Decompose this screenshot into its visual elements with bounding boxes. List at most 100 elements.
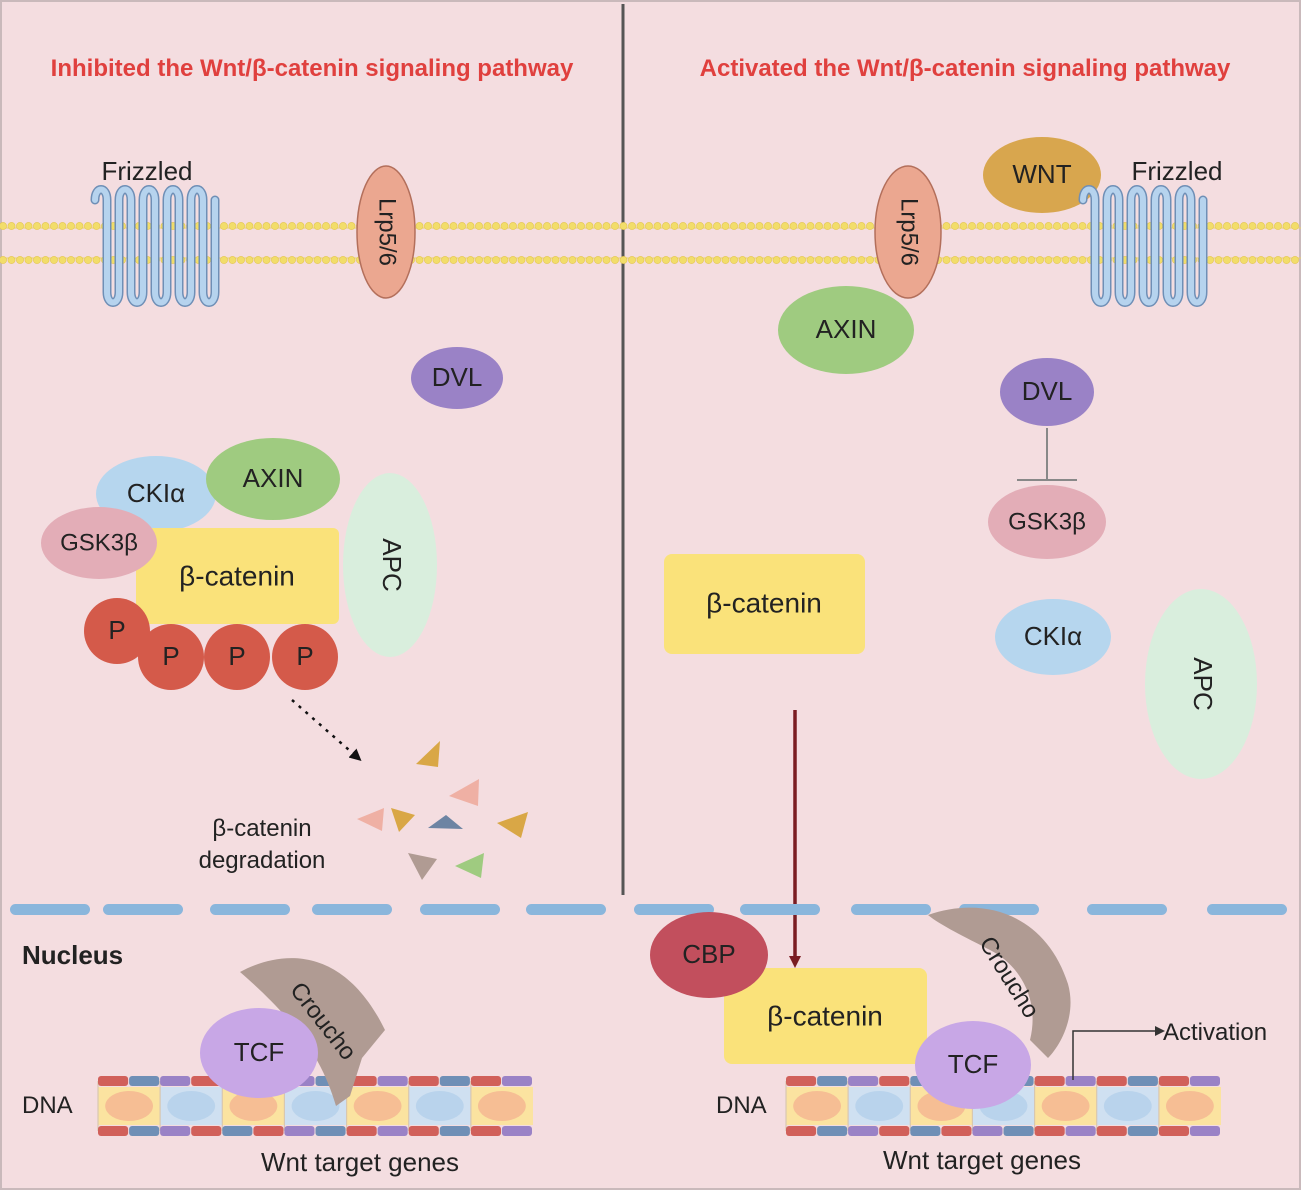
lipid-head bbox=[976, 222, 985, 230]
lipid-head bbox=[645, 222, 653, 230]
lipid-head bbox=[636, 256, 645, 264]
lipid-head bbox=[696, 222, 704, 230]
lipid-head bbox=[75, 256, 84, 264]
target-genes-label-right: Wnt target genes bbox=[883, 1145, 1081, 1175]
lipid-head bbox=[1240, 256, 1248, 264]
lipid-head bbox=[1248, 256, 1257, 264]
lipid-head bbox=[993, 256, 1002, 264]
lipid-head bbox=[492, 222, 500, 230]
lipid-head bbox=[1078, 256, 1087, 264]
lipid-head bbox=[1002, 256, 1010, 264]
lipid-head bbox=[245, 222, 254, 230]
beta-catenin-nucleus bbox=[724, 968, 927, 1064]
lipid-head bbox=[237, 256, 245, 264]
nuclear-membrane-segment bbox=[851, 904, 931, 915]
lipid-head bbox=[738, 222, 747, 230]
lipid-head bbox=[296, 222, 305, 230]
lipid-head bbox=[466, 222, 475, 230]
lipid-head bbox=[781, 256, 789, 264]
lipid-head bbox=[959, 256, 968, 264]
dna-base-shape bbox=[793, 1091, 841, 1121]
lipid-head bbox=[441, 222, 449, 230]
dna-backbone-segment bbox=[817, 1076, 848, 1086]
lipid-head bbox=[330, 256, 339, 264]
lipid-head bbox=[92, 256, 101, 264]
gsk3b-right bbox=[988, 485, 1106, 559]
lipid-head bbox=[237, 222, 245, 230]
lipid-head bbox=[636, 222, 645, 230]
lipid-head bbox=[1282, 222, 1291, 230]
lrp-label-right: Lrp5/6 bbox=[896, 198, 923, 266]
dna-strand-right bbox=[785, 1076, 1221, 1136]
lipid-head bbox=[866, 256, 874, 264]
lipid-head bbox=[764, 222, 772, 230]
lipid-head bbox=[33, 222, 41, 230]
lipid-head bbox=[721, 256, 730, 264]
lipid-head bbox=[305, 222, 313, 230]
dna-base-shape bbox=[291, 1091, 340, 1121]
phosphate-group bbox=[204, 624, 270, 690]
lipid-head bbox=[424, 256, 432, 264]
lipid-head bbox=[7, 222, 16, 230]
gsk3b-left bbox=[41, 507, 157, 579]
lipid-head bbox=[271, 256, 279, 264]
lipid-head bbox=[721, 222, 730, 230]
lipid-head bbox=[449, 222, 458, 230]
phosphate-label: P bbox=[296, 641, 313, 671]
lipid-head bbox=[432, 256, 441, 264]
phosphate-group bbox=[272, 624, 338, 690]
beta-catenin-right bbox=[664, 554, 865, 654]
lipid-head bbox=[857, 256, 866, 264]
dna-label-left: DNA bbox=[22, 1092, 73, 1119]
dna-backbone-segment bbox=[1065, 1126, 1096, 1136]
dna-backbone-segment bbox=[470, 1076, 501, 1086]
lipid-head bbox=[1257, 222, 1265, 230]
lipid-head bbox=[254, 222, 262, 230]
lipid-head bbox=[772, 256, 781, 264]
lipid-head bbox=[262, 222, 271, 230]
dna-backbone-segment bbox=[377, 1076, 408, 1086]
lipid-head bbox=[1044, 222, 1053, 230]
lipid-head bbox=[628, 256, 636, 264]
lipid-head bbox=[305, 256, 313, 264]
lipid-head bbox=[951, 222, 959, 230]
lipid-head bbox=[993, 222, 1002, 230]
lipid-head bbox=[713, 222, 721, 230]
dna-backbone-segment bbox=[408, 1126, 439, 1136]
lipid-head bbox=[92, 222, 101, 230]
lipid-head bbox=[815, 256, 823, 264]
lipid-head bbox=[1053, 222, 1061, 230]
lipid-head bbox=[1240, 222, 1248, 230]
lipid-head bbox=[1027, 222, 1036, 230]
nuclear-membrane-segment bbox=[634, 904, 714, 915]
lipid-head bbox=[330, 222, 339, 230]
lipid-head bbox=[602, 222, 611, 230]
lipid-head bbox=[1078, 222, 1087, 230]
dna-backbone-segment bbox=[848, 1076, 879, 1086]
ckia-label-left: CKIα bbox=[127, 478, 185, 508]
lipid-head bbox=[968, 222, 976, 230]
lipid-head bbox=[58, 222, 67, 230]
lipid-head bbox=[220, 222, 228, 230]
lipid-head bbox=[551, 256, 560, 264]
dna-base-shape bbox=[1103, 1091, 1152, 1121]
lipid-head bbox=[1027, 256, 1036, 264]
lipid-head bbox=[840, 222, 849, 230]
dna-backbone-segment bbox=[1127, 1126, 1158, 1136]
phosphate-group bbox=[138, 624, 204, 690]
apc-right bbox=[1145, 589, 1257, 779]
lipid-head bbox=[313, 222, 322, 230]
lipid-head bbox=[466, 256, 475, 264]
lipid-head bbox=[67, 256, 75, 264]
lipid-head bbox=[849, 222, 857, 230]
lipid-head bbox=[568, 256, 577, 264]
dna-backbone-segment bbox=[346, 1126, 377, 1136]
axin-right bbox=[778, 286, 914, 374]
dna-backbone-segment bbox=[1158, 1126, 1189, 1136]
lipid-head bbox=[1265, 256, 1274, 264]
lipid-head bbox=[560, 222, 568, 230]
lipid-head bbox=[611, 256, 619, 264]
lipid-head bbox=[798, 222, 806, 230]
dna-base-shape bbox=[855, 1091, 904, 1121]
lipid-head bbox=[704, 256, 713, 264]
